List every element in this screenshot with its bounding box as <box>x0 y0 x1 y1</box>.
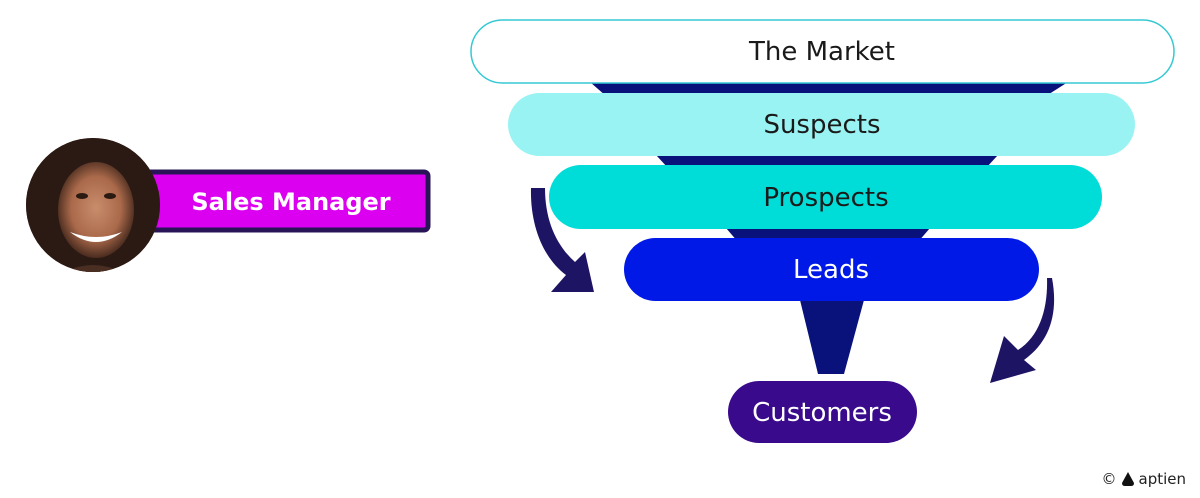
right-curved-arrow <box>990 278 1055 383</box>
funnel-stage-prospects-bar <box>549 165 1102 229</box>
funnel-stage-suspects-label: Suspects <box>763 110 880 140</box>
customers-label: Customers <box>752 398 892 428</box>
funnel-stage-leads: Leads <box>624 238 1039 301</box>
copyright-symbol: © <box>1101 470 1117 488</box>
sales-manager-badge: Sales Manager <box>137 169 431 233</box>
funnel-stage-leads-label: Leads <box>793 255 869 285</box>
avatar <box>26 138 160 272</box>
funnel-outcome-customers: Customers <box>728 381 917 443</box>
funnel-stage-suspects-bar <box>508 93 1135 156</box>
left-curved-arrow <box>530 188 594 292</box>
aptien-logo-icon <box>1121 472 1134 486</box>
funnel-connector <box>656 155 998 168</box>
role-label: Sales Manager <box>191 188 390 216</box>
funnel-stage-market: The Market <box>470 19 1175 84</box>
funnel-stage-suspects: Suspects <box>508 93 1135 156</box>
credit-brand: aptien <box>1138 470 1187 488</box>
funnel-connector <box>590 82 1068 96</box>
funnel-stage-prospects: Prospects <box>549 165 1102 229</box>
funnel-stage-leads-bar <box>624 238 1039 301</box>
funnel-spout <box>800 300 864 374</box>
funnel-stage-prospects-label: Prospects <box>763 183 888 213</box>
funnel-stage-market-label: The Market <box>748 37 895 67</box>
copyright-credit: © aptien <box>1102 470 1187 488</box>
customers-pill <box>728 381 917 443</box>
funnel-stage-market-bar <box>470 19 1175 84</box>
